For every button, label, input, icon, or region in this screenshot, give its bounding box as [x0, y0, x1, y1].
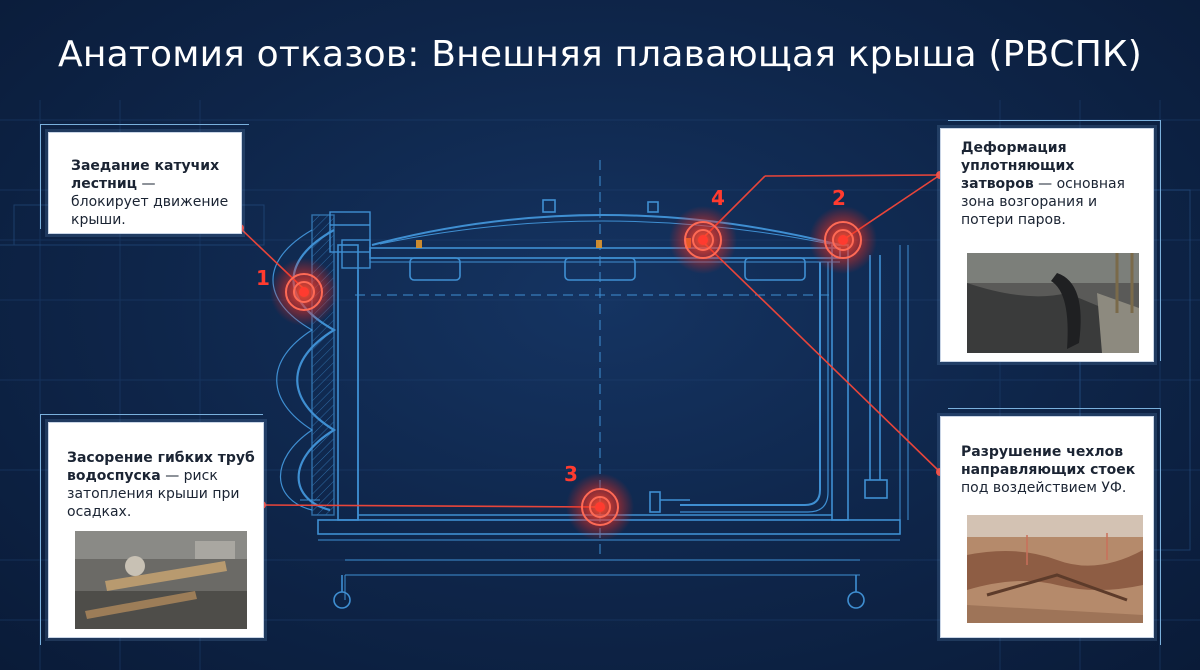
card-seals-bold: Деформация уплотняющих затворов	[961, 140, 1075, 192]
card-ladder-bold: Заедание катучих лестниц	[71, 158, 220, 192]
marker-glow-1	[270, 258, 338, 326]
card-ladder: Заедание катучих лестниц — блокирует дви…	[48, 132, 242, 234]
card-covers-bold: Разрушение чехлов направляющих стоек	[961, 444, 1136, 478]
card-ladder-rest: — блокирует движение крыши.	[71, 176, 229, 228]
card-frame-ladder	[40, 124, 249, 229]
card-ladder-text: Заедание катучих лестниц — блокирует дви…	[71, 157, 237, 229]
seal-deformation-photo	[967, 253, 1139, 353]
rolling-ladder	[272, 211, 371, 516]
marker-glow-2	[809, 206, 877, 274]
card-seals: Деформация уплотняющих затворов — основн…	[940, 128, 1154, 362]
card-seals-text: Деформация уплотняющих затворов — основн…	[961, 139, 1147, 229]
card-drain-text: Засорение гибких труб водоспуска — риск …	[67, 449, 259, 521]
marker-glow-3	[566, 473, 634, 541]
card-frame-seals	[948, 120, 1161, 361]
card-covers-text: Разрушение чехлов направляющих стоек под…	[961, 443, 1149, 497]
card-seals-rest: — основная зона возгорания и потери паро…	[961, 176, 1125, 228]
card-frame-covers	[948, 408, 1161, 645]
marker-label-4: 4	[711, 186, 725, 210]
guide-pole-cover-photo	[967, 515, 1143, 623]
card-drain: Засорение гибких труб водоспуска — риск …	[48, 422, 264, 638]
card-drain-bold: Засорение гибких труб водоспуска	[67, 450, 255, 484]
deck-hotspots	[416, 238, 691, 248]
marker-glow-4	[669, 206, 737, 274]
card-covers-rest: под воздействием УФ.	[961, 480, 1127, 496]
card-frame-drain	[40, 414, 263, 645]
marker-label-2: 2	[832, 186, 846, 210]
card-drain-rest: — риск затопления крыши при осадках.	[67, 468, 240, 520]
drain-pipe-photo	[75, 531, 247, 629]
marker-label-3: 3	[564, 462, 578, 486]
page-title: Анатомия отказов: Внешняя плавающая крыш…	[58, 34, 1143, 75]
card-covers: Разрушение чехлов направляющих стоек под…	[940, 416, 1154, 638]
marker-label-1: 1	[256, 266, 270, 290]
